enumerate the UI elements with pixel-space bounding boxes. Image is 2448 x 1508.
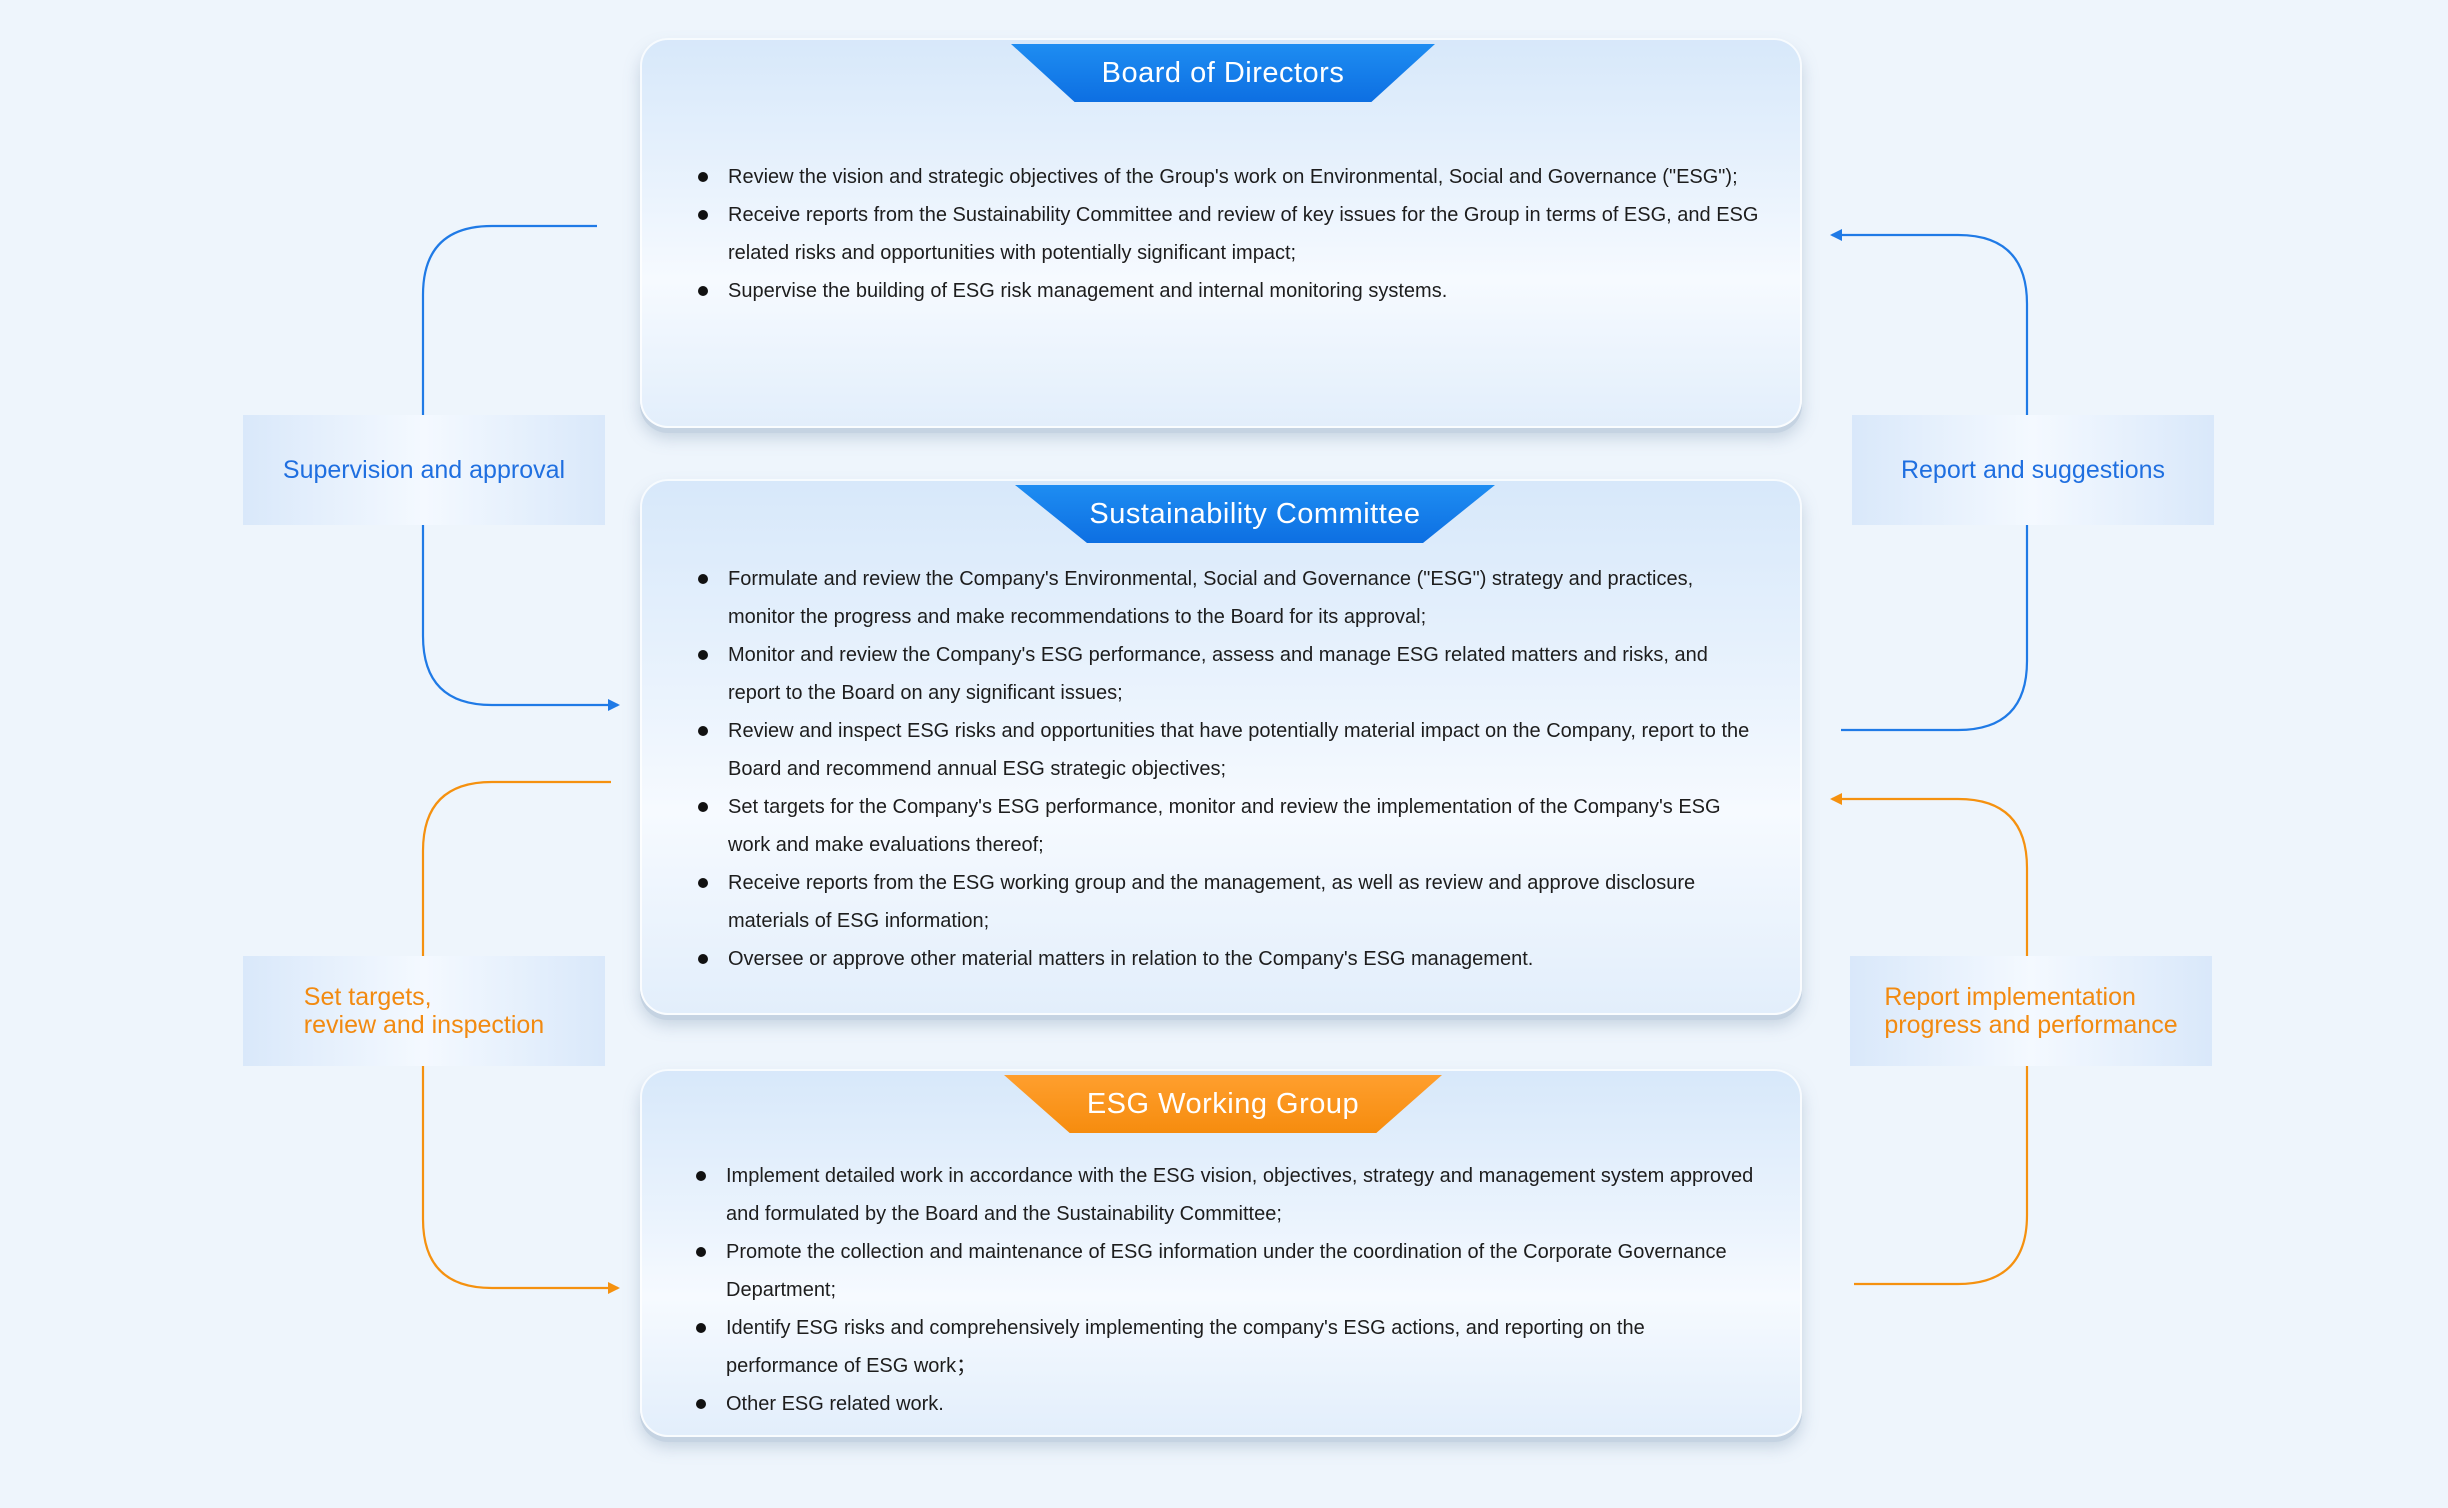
board-of-directors-panel: Board of Directors Review the vision and… xyxy=(640,38,1802,428)
list-item: Implement detailed work in accordance wi… xyxy=(696,1157,1756,1233)
implementation-progress-text-line2: progress and performance xyxy=(1884,1011,2178,1039)
sustainability-title: Sustainability Committee xyxy=(1015,485,1495,543)
list-item: Set targets for the Company's ESG perfor… xyxy=(698,788,1758,864)
progress-connector-bottom xyxy=(1854,1066,2029,1286)
list-item: Monitor and review the Company's ESG per… xyxy=(698,636,1758,712)
list-item: Other ESG related work. xyxy=(696,1385,1756,1423)
esg-working-group-panel: ESG Working Group Implement detailed wor… xyxy=(640,1069,1802,1437)
list-item: Review and inspect ESG risks and opportu… xyxy=(698,712,1758,788)
sustainability-duties-list: Formulate and review the Company's Envir… xyxy=(698,560,1758,978)
supervision-approval-text: Supervision and approval xyxy=(282,456,566,484)
implementation-progress-text-line1: Report implementation xyxy=(1884,983,2136,1011)
list-item: Promote the collection and maintenance o… xyxy=(696,1233,1756,1309)
board-duties-list: Review the vision and strategic objectiv… xyxy=(698,158,1778,310)
list-item: Identify ESG risks and comprehensively i… xyxy=(696,1309,1756,1385)
progress-connector-top xyxy=(1830,793,2029,956)
set-targets-label: Set targets, review and inspection xyxy=(243,956,605,1066)
list-item: Receive reports from the Sustainability … xyxy=(698,196,1778,272)
set-targets-connector-bottom xyxy=(421,1066,620,1294)
list-item: Formulate and review the Company's Envir… xyxy=(698,560,1758,636)
working-group-title: ESG Working Group xyxy=(1004,1075,1442,1133)
report-suggestions-text: Report and suggestions xyxy=(1900,456,2166,484)
report-connector-top xyxy=(1830,229,2029,415)
supervision-connector-bottom xyxy=(421,525,620,711)
list-item: Oversee or approve other material matter… xyxy=(698,940,1758,978)
set-targets-text-line1: Set targets, xyxy=(303,983,432,1011)
list-item: Review the vision and strategic objectiv… xyxy=(698,158,1778,196)
set-targets-connector-top xyxy=(421,780,611,956)
board-title: Board of Directors xyxy=(1011,44,1435,102)
list-item: Receive reports from the ESG working gro… xyxy=(698,864,1758,940)
working-group-duties-list: Implement detailed work in accordance wi… xyxy=(696,1157,1756,1423)
report-suggestions-label: Report and suggestions xyxy=(1852,415,2214,525)
implementation-progress-label: Report implementation progress and perfo… xyxy=(1850,956,2212,1066)
list-item: Supervise the building of ESG risk manag… xyxy=(698,272,1778,310)
sustainability-committee-panel: Sustainability Committee Formulate and r… xyxy=(640,479,1802,1015)
set-targets-text-line2: review and inspection xyxy=(303,1011,545,1039)
supervision-connector-top xyxy=(421,224,597,415)
report-connector-bottom xyxy=(1841,525,2029,732)
supervision-approval-label: Supervision and approval xyxy=(243,415,605,525)
